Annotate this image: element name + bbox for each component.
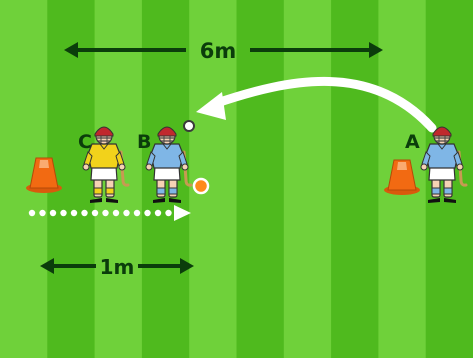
run-path-dot	[165, 209, 172, 217]
pass-arrowhead	[196, 92, 226, 120]
player-a	[420, 126, 468, 203]
arrowhead-left-icon	[40, 258, 54, 274]
cone-icon	[26, 157, 62, 193]
arrowhead-right-icon	[180, 258, 194, 274]
grass-stripe	[283, 0, 332, 358]
grass-stripe	[236, 0, 285, 358]
player-label-c: C	[78, 131, 92, 153]
run-path-dot	[81, 209, 88, 217]
run-path-dot	[112, 209, 120, 217]
run-path-dot	[39, 209, 46, 217]
run-path-dot	[60, 209, 67, 217]
player-label-a: A	[405, 131, 420, 153]
player-c	[82, 126, 130, 203]
pass-arc	[209, 77, 437, 133]
run-path-dot	[91, 209, 99, 217]
run-path-arrowhead	[174, 205, 191, 221]
distance-label-1m: 1m	[100, 255, 135, 279]
run-path-dot	[102, 209, 109, 217]
player-label-b: B	[137, 131, 151, 153]
run-path-dot	[28, 209, 36, 217]
run-path-dot	[49, 209, 57, 217]
player-b	[145, 126, 193, 203]
sliotar-ground-icon	[192, 177, 210, 195]
distance-arrow-6m: 6m	[64, 39, 383, 63]
hurley-icon	[182, 150, 193, 187]
pass-arrow-icon	[196, 77, 437, 133]
run-path-dot	[123, 209, 130, 217]
run-path-icon	[28, 205, 191, 221]
hurley-icon	[119, 150, 130, 187]
run-path-dot	[144, 209, 151, 217]
cone-icon	[384, 159, 420, 195]
grass-stripe	[331, 0, 379, 358]
run-path-dot	[70, 209, 78, 217]
run-path-dot	[154, 209, 162, 217]
distance-arrow-1m: 1m	[40, 255, 194, 279]
hurley-icon	[457, 150, 468, 187]
distance-label-6m: 6m	[200, 39, 237, 63]
sliotar-icon	[183, 120, 195, 132]
arrowhead-right-icon	[369, 42, 383, 58]
arrowhead-left-icon	[64, 42, 78, 58]
run-path-dot	[133, 209, 141, 217]
